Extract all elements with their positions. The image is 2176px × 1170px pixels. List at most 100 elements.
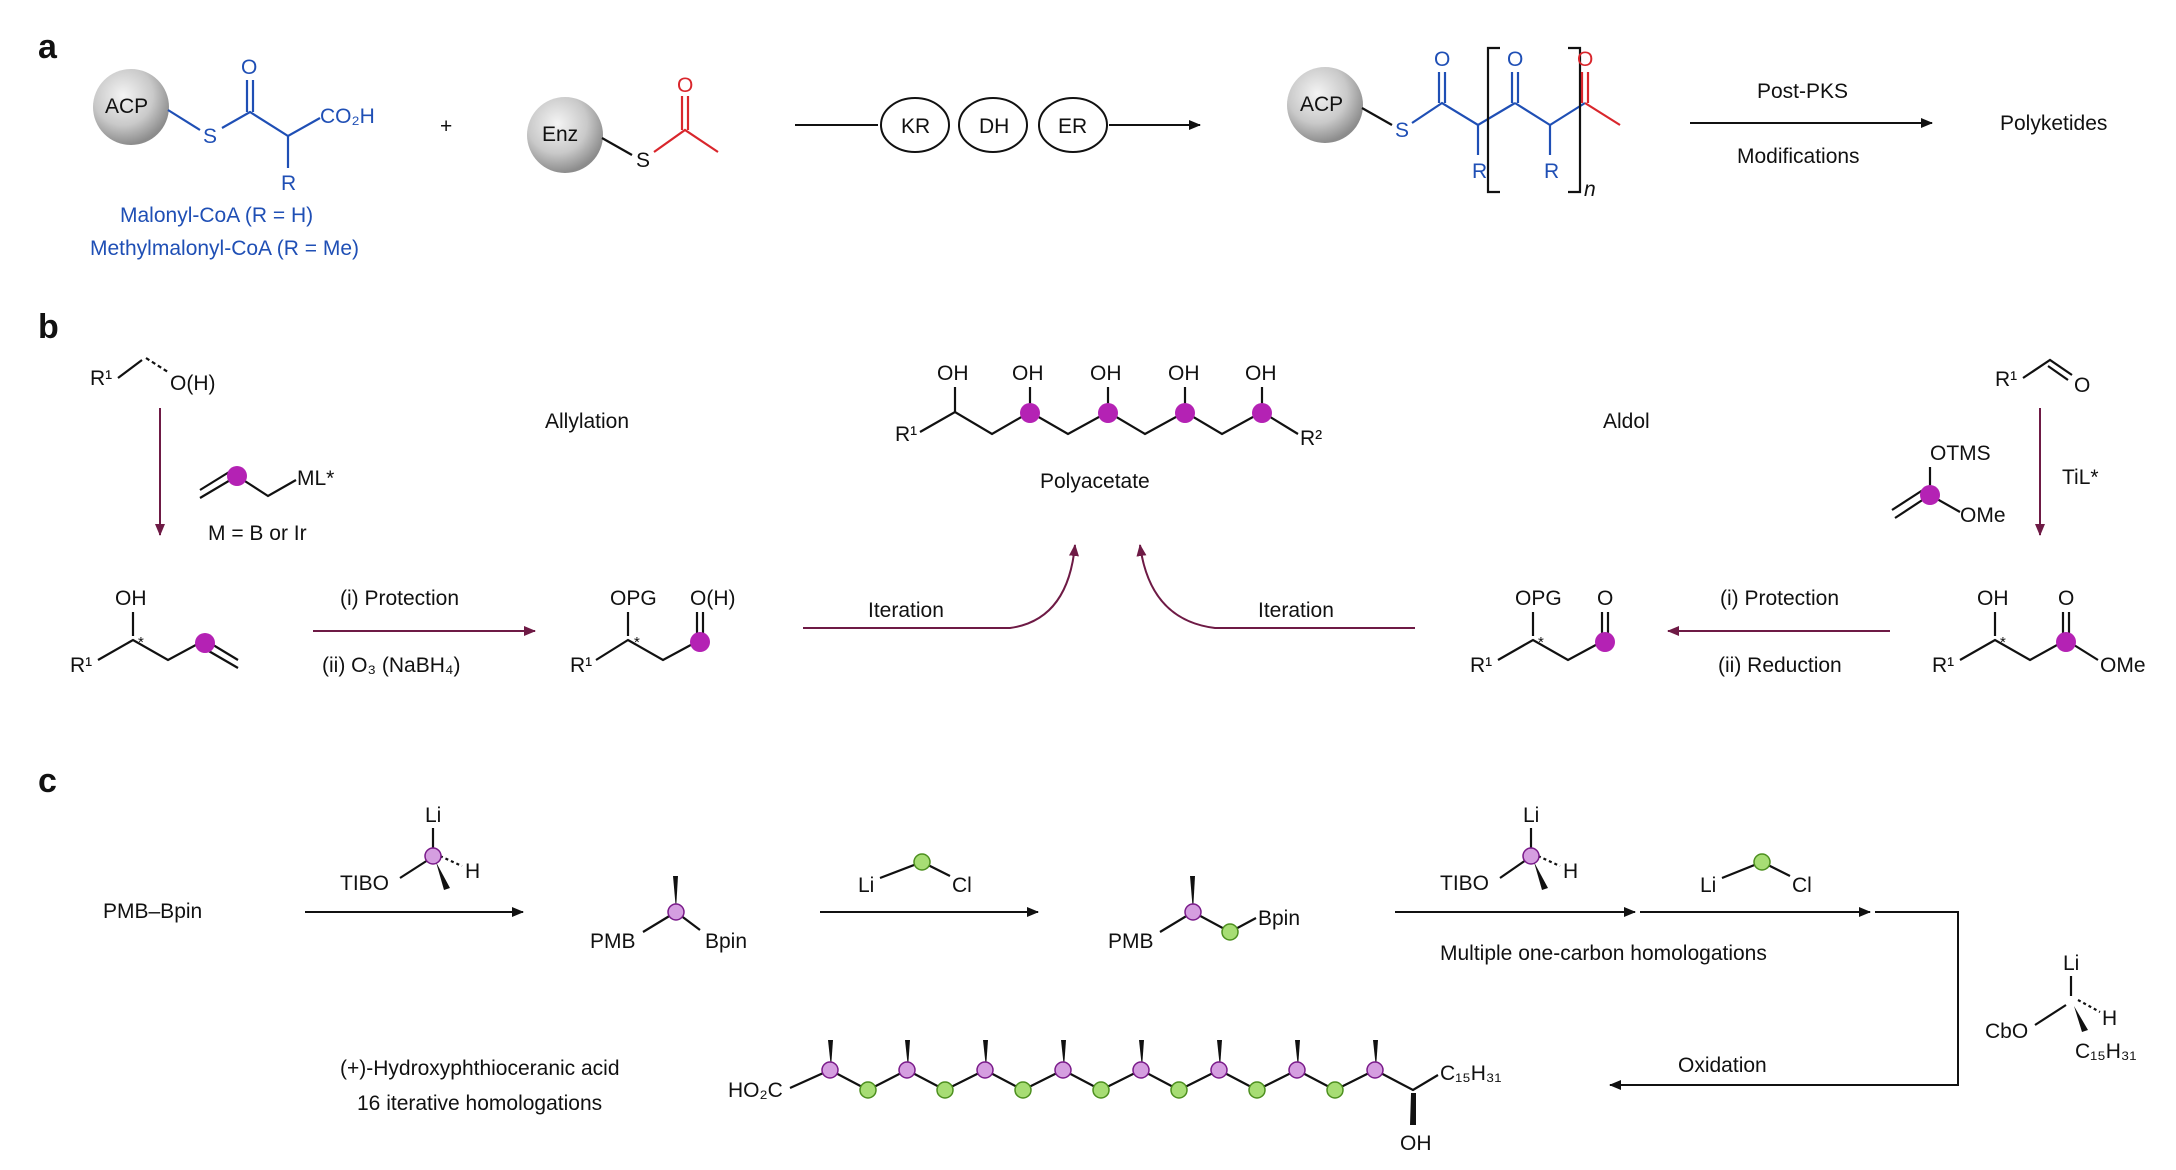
panel-b-label: b xyxy=(38,308,59,346)
r1-right: R¹ xyxy=(1470,654,1492,677)
left-stereo: * xyxy=(634,634,640,651)
poly-oh-4: OH xyxy=(1168,362,1200,385)
reagent-tibo-2: Li TIBO H xyxy=(1440,804,1578,895)
repeat-n: n xyxy=(1584,178,1596,201)
chloromethyl-lithium-1: Li Cl xyxy=(858,853,972,897)
aldol-oh: OH xyxy=(1977,587,2009,610)
poly-oh-3: OH xyxy=(1090,362,1122,385)
allyl-metal-reagent: ML* M = B or Ir xyxy=(199,466,334,545)
li-cl-2: Li xyxy=(1700,874,1716,897)
boronic-ester-2: PMB Bpin xyxy=(1108,876,1300,953)
chain-o-3: O xyxy=(1577,48,1593,71)
tibo-2: TIBO xyxy=(1440,872,1489,895)
modifications-label: Modifications xyxy=(1737,145,1860,168)
chain-s: S xyxy=(1395,119,1409,142)
acp-label: ACP xyxy=(105,95,148,118)
er-label: ER xyxy=(1058,115,1087,138)
green-dot-3 xyxy=(1753,853,1771,871)
poly-dot-3 xyxy=(1175,403,1195,423)
cl-2: Cl xyxy=(1792,874,1812,897)
protected-aldehyde-right: OPG R¹ O * xyxy=(1470,587,1615,677)
plus-sign: + xyxy=(440,115,452,138)
methylmalonyl-coa-label: Methylmalonyl-CoA (R = Me) xyxy=(90,237,359,260)
iteration-arrow-left xyxy=(803,544,1079,629)
polyacetate-structure: R¹ R² OH OH OH OH OH Polyacetate xyxy=(895,362,1322,493)
ketene-dot xyxy=(1920,485,1940,505)
post-pks-label: Post-PKS xyxy=(1757,80,1848,103)
c15-reagent: C₁₅H₃₁ xyxy=(2075,1040,2137,1063)
h-1: H xyxy=(465,860,480,883)
poly-r1: R¹ xyxy=(895,423,917,446)
kr-label: KR xyxy=(901,115,930,138)
green-dot-1 xyxy=(913,853,931,871)
chain-o-1: O xyxy=(1434,48,1450,71)
c15-product: C₁₅H₃₁ xyxy=(1440,1062,1502,1085)
aldol-stereo: * xyxy=(2000,634,2006,651)
aldol-dot xyxy=(2056,632,2076,652)
aldol-r1: R¹ xyxy=(1932,654,1954,677)
enz-sphere xyxy=(527,97,603,173)
chain-r-2: R xyxy=(1544,160,1559,183)
ho2c-label: HO₂C xyxy=(728,1079,783,1102)
allylation-label: Allylation xyxy=(545,410,629,433)
acetyl-s: S xyxy=(636,149,650,172)
iteration-right: Iteration xyxy=(1258,599,1334,622)
li-3: Li xyxy=(2063,952,2079,975)
hom-dot xyxy=(195,633,215,653)
hom-stereo: * xyxy=(138,634,144,651)
panel-a-label: a xyxy=(38,28,58,66)
r1-left: R¹ xyxy=(570,654,592,677)
malonyl-r: R xyxy=(281,172,296,195)
poly-dot-1 xyxy=(1020,403,1040,423)
malonyl-acp-structure: ACP S O R CO₂H Malonyl-CoA (R = H) Methy… xyxy=(90,56,375,260)
li-1: Li xyxy=(425,804,441,827)
oxidation-label: Oxidation xyxy=(1678,1054,1767,1077)
thioester-s: S xyxy=(203,125,217,148)
reduction-cycle: KR DH ER xyxy=(795,97,1201,153)
acp-sphere-2 xyxy=(1287,67,1363,143)
product-oh: OH xyxy=(1400,1132,1432,1155)
li-2: Li xyxy=(1523,804,1539,827)
r1-label: R¹ xyxy=(90,367,112,390)
bpin-dot-1 xyxy=(667,903,685,921)
iteration-left: Iteration xyxy=(868,599,944,622)
dh-cycle-circle xyxy=(958,97,1028,153)
right-stereo: * xyxy=(1538,634,1544,651)
aldol-o: O xyxy=(2058,587,2074,610)
panel-c-label: c xyxy=(38,762,57,800)
right-dot xyxy=(1595,632,1615,652)
pmb-1: PMB xyxy=(590,930,636,953)
left-dot xyxy=(690,632,710,652)
chain-o-2: O xyxy=(1507,48,1523,71)
poly-dot-4 xyxy=(1252,403,1272,423)
iteration-arrow-right xyxy=(1136,544,1415,629)
product-note: 16 iterative homologations xyxy=(357,1092,602,1115)
homoallylic-alcohol: OH R¹ * xyxy=(70,587,239,677)
poly-oh-2: OH xyxy=(1012,362,1044,385)
poly-r2: R² xyxy=(1300,427,1322,450)
opg-left: OPG xyxy=(610,587,657,610)
oxidation-arrow xyxy=(1609,911,1959,1090)
protected-aldehyde-left: OPG R¹ O(H) * xyxy=(570,587,736,677)
allyl-carbon-dot xyxy=(227,466,247,486)
silyl-ketene-acetal: OTMS OMe xyxy=(1891,442,2006,527)
li-cl-1: Li xyxy=(858,874,874,897)
bpin-2: Bpin xyxy=(1258,907,1300,930)
aldol-substrate: R¹ O xyxy=(1995,358,2090,397)
oh-paren: O(H) xyxy=(170,372,216,395)
cbo-label: CbO xyxy=(1985,1020,2028,1043)
poly-dot-2 xyxy=(1098,403,1118,423)
cbo-reagent: Li CbO H C₁₅H₃₁ xyxy=(1985,952,2137,1063)
reduction-label: (ii) Reduction xyxy=(1718,654,1842,677)
opg-right: OPG xyxy=(1515,587,1562,610)
acp-sphere xyxy=(93,69,169,145)
acetyl-enzyme-structure: Enz S O xyxy=(527,74,719,173)
lithiated-carbamate-1: Li TIBO H xyxy=(340,804,480,895)
h-3: H xyxy=(2102,1007,2117,1030)
protection-right: (i) Protection xyxy=(1720,587,1839,610)
aldol-ome: OMe xyxy=(2100,654,2146,677)
protection-left: (i) Protection xyxy=(340,587,459,610)
poly-oh-5: OH xyxy=(1245,362,1277,385)
purple-dot-2 xyxy=(1184,903,1202,921)
